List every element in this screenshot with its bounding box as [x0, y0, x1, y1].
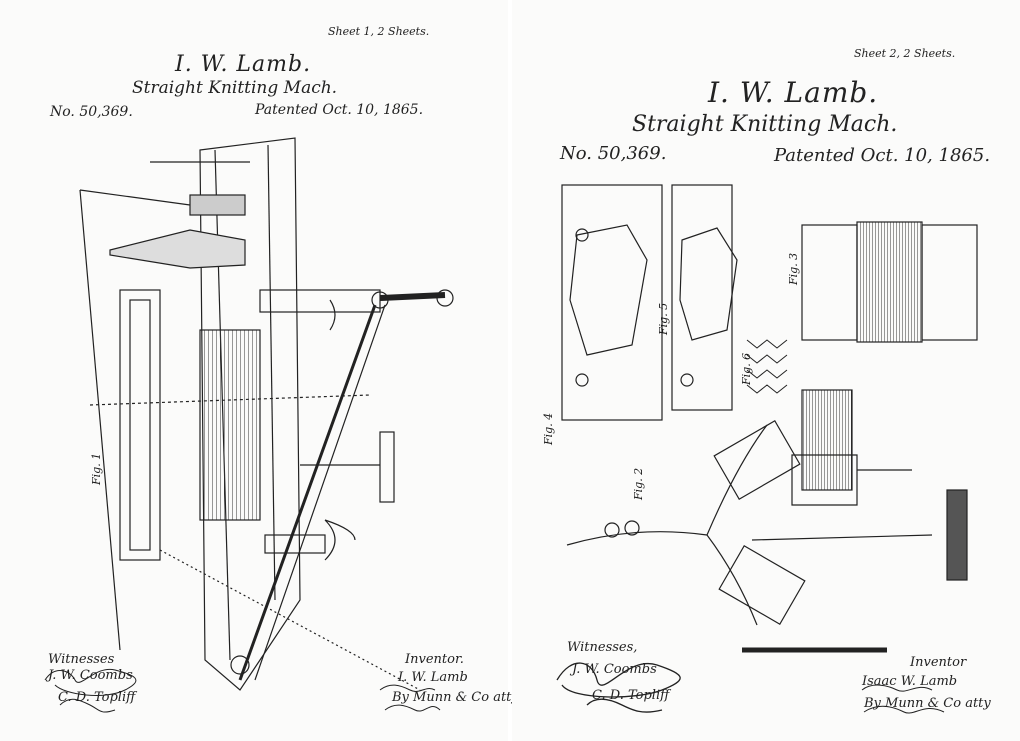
- patent-title: Straight Knitting Mach.: [632, 112, 898, 137]
- sheet-note: Sheet 1, 2 Sheets.: [328, 25, 430, 38]
- witnesses-label: Witnesses: [48, 652, 115, 667]
- patent-number: No. 50,369.: [50, 104, 133, 120]
- inventor-label: Inventor.: [405, 652, 464, 667]
- figs-2-6-drawings: [556, 184, 978, 714]
- figure-label: Fig. 4: [542, 412, 555, 445]
- figure-label: Fig. 2: [632, 467, 645, 500]
- patent-sheet-2: Sheet 2, 2 Sheets. I. W. Lamb. Straight …: [512, 0, 1020, 741]
- patent-date: Patented Oct. 10, 1865.: [774, 145, 991, 166]
- witnesses-label: Witnesses,: [567, 640, 638, 655]
- attorney-signature: By Munn & Co atty: [864, 696, 991, 711]
- inventor-signature: I. W. Lamb: [398, 670, 468, 685]
- attorney-signature: By Munn & Co atty: [392, 690, 519, 705]
- figure-label: Fig. 6: [740, 352, 753, 385]
- inventor-label: Inventor: [910, 655, 967, 670]
- witness-signature: J. W. Coombs: [572, 662, 657, 677]
- fig-1-knitting-machine-drawing: [44, 137, 454, 713]
- figure-label: Fig. 1: [90, 452, 103, 485]
- inventor-name-heading: I. W. Lamb.: [175, 52, 312, 77]
- witness-signature: J. W. Coombs: [48, 668, 133, 683]
- witness-signature: C. D. Topliff: [592, 688, 670, 703]
- inventor-signature: Isaac W. Lamb: [862, 674, 958, 689]
- figure-label: Fig. 5: [657, 302, 670, 335]
- figure-label: Fig. 3: [787, 252, 800, 285]
- witness-signature: C. D. Topliff: [58, 690, 136, 705]
- patent-number: No. 50,369.: [560, 143, 667, 164]
- inventor-name-heading: I. W. Lamb.: [708, 76, 879, 109]
- patent-sheet-1: Sheet 1, 2 Sheets. I. W. Lamb. Straight …: [0, 0, 519, 741]
- sheet-note: Sheet 2, 2 Sheets.: [854, 47, 956, 60]
- patent-date: Patented Oct. 10, 1865.: [255, 102, 424, 118]
- patent-title: Straight Knitting Mach.: [132, 78, 338, 98]
